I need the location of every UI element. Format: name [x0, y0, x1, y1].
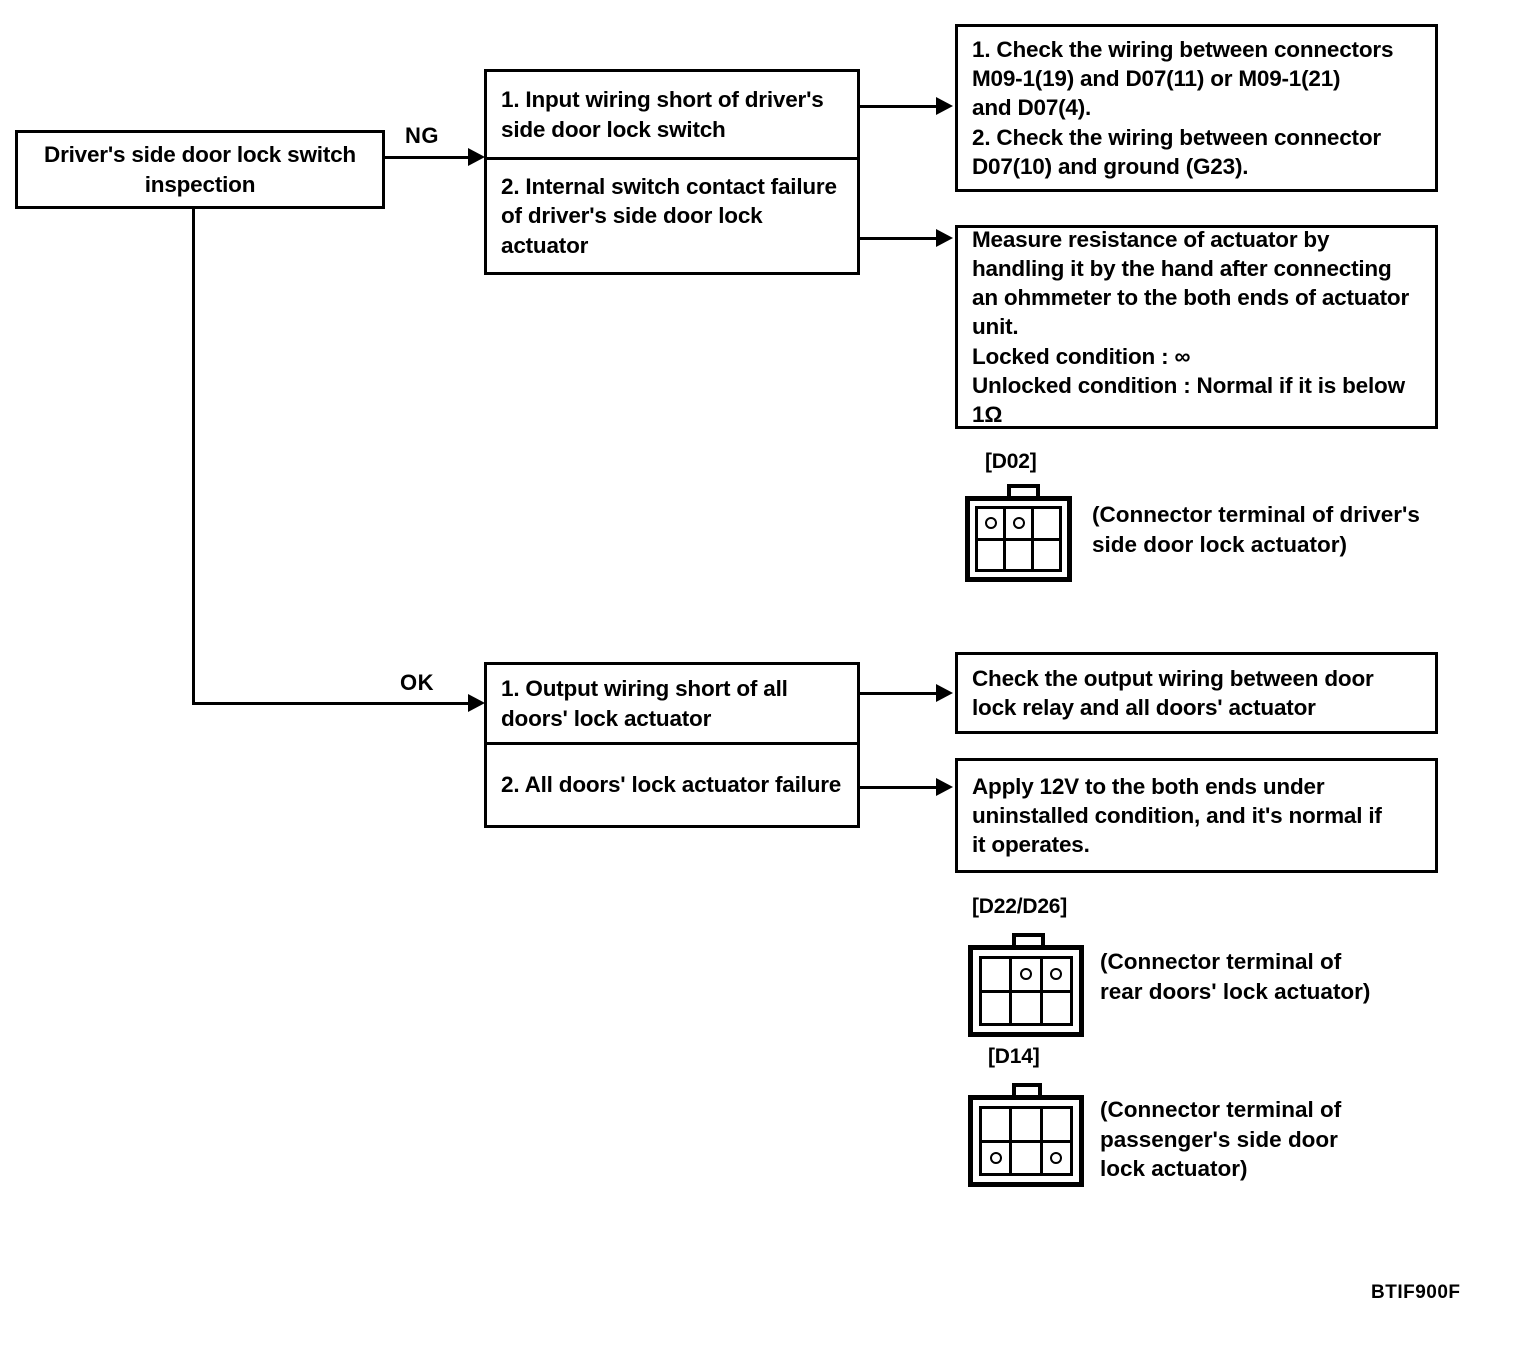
start-box-label: Driver's side door lock switch inspectio…: [44, 142, 356, 197]
connector-d22-d26-pin-5: [1012, 992, 1040, 1023]
ok-action-2-label: Apply 12V to the both ends under uninsta…: [972, 773, 1382, 858]
ng-causes-divider: [487, 157, 857, 160]
connector-d02-caption: (Connector terminal of driver's side doo…: [1092, 502, 1420, 557]
ng-arrow-line: [385, 156, 470, 159]
connector-d22-d26-tab: [1012, 933, 1045, 948]
ok-action-2-cell: Apply 12V to the both ends under uninsta…: [958, 761, 1435, 870]
ng-arrow-head: [468, 148, 485, 166]
connector-d14-pin-5: [1012, 1142, 1040, 1173]
connector-d14: [D14] (Connector terminal of passenger's…: [960, 1045, 1480, 1200]
ng-cause-2-cell: 2. Internal switch contact failure of dr…: [487, 160, 857, 272]
connector-d22-d26-pin-grid: [979, 956, 1073, 1026]
connector-d22-d26-pin-1: [982, 959, 1010, 990]
ok-path-horizontal: [192, 702, 470, 705]
connector-d02-pin-5: [1006, 540, 1031, 569]
connector-d02-tab: [1007, 484, 1040, 499]
ng-cause-1-label: 1. Input wiring short of driver's side d…: [501, 87, 824, 142]
start-box-cell: Driver's side door lock switch inspectio…: [18, 133, 382, 206]
ng-action-1-cell: 1. Check the wiring between connectors M…: [958, 27, 1435, 189]
ng-causes-box: 1. Input wiring short of driver's side d…: [484, 69, 860, 275]
ng-action-2-cell: Measure resistance of actuator by handli…: [958, 227, 1435, 428]
connector-d02: [D02] (Connector terminal of driver's si…: [960, 450, 1480, 590]
ok-action-1-arrow-line: [860, 692, 940, 695]
figure-code: BTIF900F: [1371, 1282, 1461, 1303]
ng-action-1-box: 1. Check the wiring between connectors M…: [955, 24, 1438, 192]
branch-label-ok: OK: [400, 670, 434, 695]
branch-label-ng: NG: [405, 123, 439, 148]
ng-action-2-arrow-line: [860, 237, 940, 240]
start-box: Driver's side door lock switch inspectio…: [15, 130, 385, 209]
ok-cause-2-label: 2. All doors' lock actuator failure: [501, 772, 842, 798]
ok-path-vertical: [192, 208, 195, 705]
connector-d14-tab: [1012, 1083, 1042, 1098]
ok-action-1-cell: Check the output wiring between door loc…: [958, 655, 1435, 731]
connector-d02-pin-2: [1006, 509, 1031, 538]
ok-cause-1-cell: 1. Output wiring short of all doors' loc…: [487, 665, 857, 742]
connector-d02-pin-4: [978, 540, 1003, 569]
connector-d14-code: [D14]: [988, 1045, 1040, 1068]
connector-d02-pin-3: [1034, 509, 1059, 538]
ok-action-2-arrow-head: [936, 778, 953, 796]
connector-d22-d26-code: [D22/D26]: [972, 895, 1068, 918]
connector-d14-pin-4: [982, 1142, 1010, 1173]
connector-d14-pin-grid: [979, 1106, 1073, 1176]
connector-d22-d26: [D22/D26] (Connector terminal of rear do…: [960, 895, 1480, 1040]
ng-cause-2-label: 2. Internal switch contact failure of dr…: [501, 174, 837, 258]
ok-action-1-box: Check the output wiring between door loc…: [955, 652, 1438, 734]
ok-action-1-label: Check the output wiring between door loc…: [972, 665, 1374, 720]
connector-d22-d26-caption: (Connector terminal of rear doors' lock …: [1100, 949, 1371, 1004]
connector-d14-pin-3: [1042, 1109, 1070, 1140]
connector-d14-pin-6: [1042, 1142, 1070, 1173]
ok-action-2-box: Apply 12V to the both ends under uninsta…: [955, 758, 1438, 873]
ok-action-1-arrow-head: [936, 684, 953, 702]
ng-action-1-arrow-line: [860, 105, 940, 108]
connector-d02-pin-6: [1034, 540, 1059, 569]
connector-d02-pin-grid: [975, 506, 1062, 572]
ng-cause-1-cell: 1. Input wiring short of driver's side d…: [487, 72, 857, 157]
ng-action-1-arrow-head: [936, 97, 953, 115]
ng-action-2-label: Measure resistance of actuator by handli…: [972, 226, 1410, 428]
connector-d02-pin-1: [978, 509, 1003, 538]
connector-d02-code: [D02]: [985, 450, 1037, 473]
connector-d22-d26-pin-6: [1042, 992, 1070, 1023]
ok-causes-divider: [487, 742, 857, 745]
connector-d14-pin-2: [1012, 1109, 1040, 1140]
connector-d14-caption: (Connector terminal of passenger's side …: [1100, 1097, 1342, 1182]
ok-cause-1-label: 1. Output wiring short of all doors' loc…: [501, 676, 788, 731]
connector-d22-d26-pin-3: [1042, 959, 1070, 990]
connector-d14-pin-1: [982, 1109, 1010, 1140]
ok-cause-2-cell: 2. All doors' lock actuator failure: [487, 745, 857, 825]
ok-causes-box: 1. Output wiring short of all doors' loc…: [484, 662, 860, 828]
connector-d22-d26-pin-4: [982, 992, 1010, 1023]
ok-action-2-arrow-line: [860, 786, 940, 789]
ng-action-1-label: 1. Check the wiring between connectors M…: [972, 36, 1394, 179]
connector-d22-d26-pin-2: [1012, 959, 1040, 990]
ng-action-2-box: Measure resistance of actuator by handli…: [955, 225, 1438, 429]
ok-arrow-head: [468, 694, 485, 712]
ng-action-2-arrow-head: [936, 229, 953, 247]
